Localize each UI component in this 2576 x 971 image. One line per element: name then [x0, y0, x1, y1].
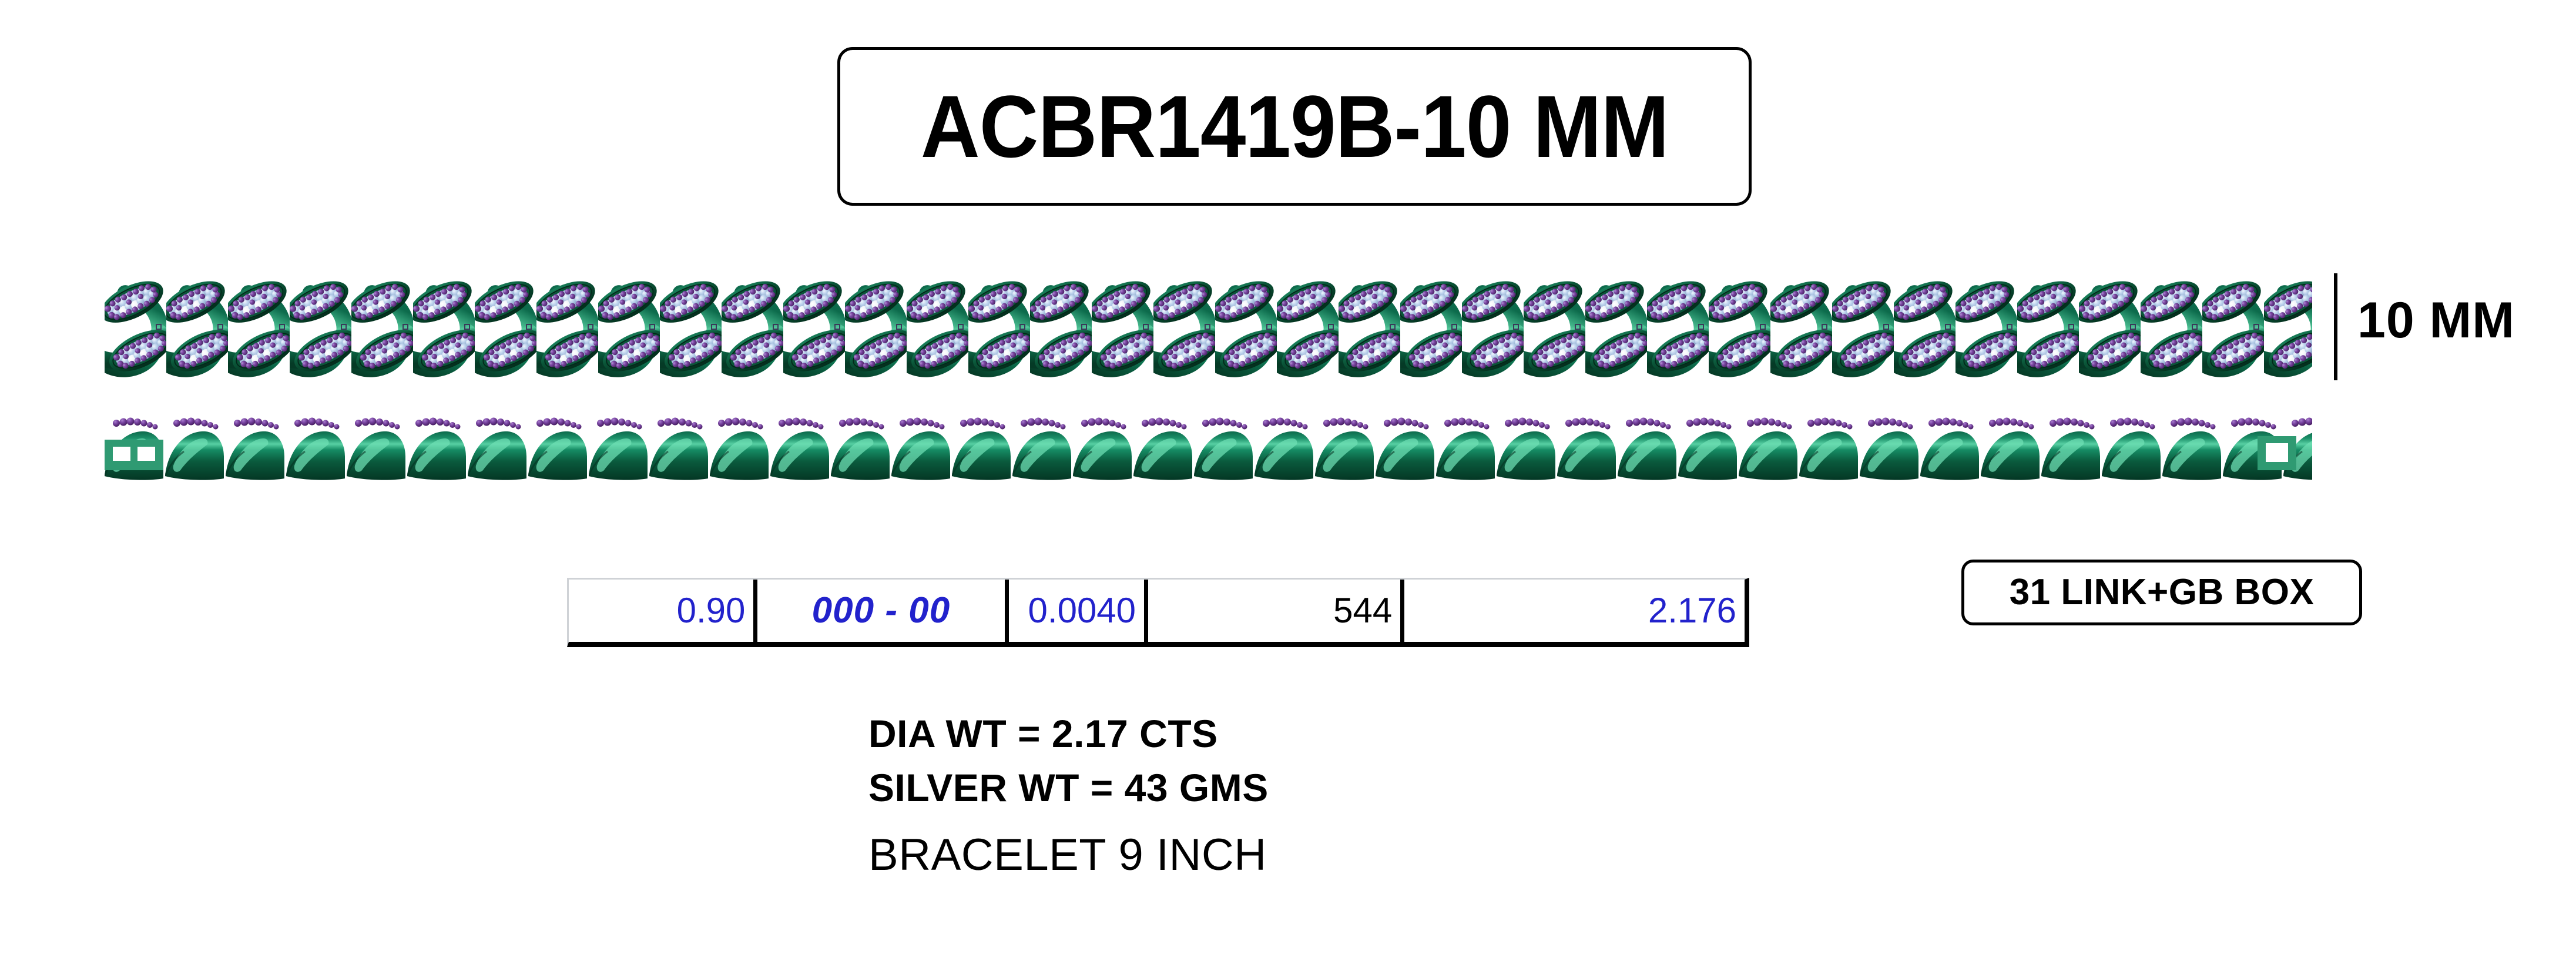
- chain-link-run: [105, 272, 2312, 382]
- chain-front-view: [105, 272, 2312, 382]
- spec-cell-weight-each[interactable]: 0.0040: [1009, 580, 1149, 642]
- product-title-plate: ACBR1419B-10 MM: [837, 47, 1752, 206]
- spec-cell-stone-count[interactable]: 544: [1148, 580, 1405, 642]
- page-title: ACBR1419B-10 MM: [920, 77, 1669, 176]
- chain-front-view-graphic: [105, 272, 2312, 382]
- spec-table: 0.90 000 - 00 0.0040 544 2.176: [567, 578, 1749, 647]
- spec-cell-size[interactable]: 0.90: [569, 580, 758, 642]
- note-bracelet-length: BRACELET 9 INCH: [868, 830, 1267, 880]
- height-measure-label: 10 MM: [2357, 292, 2515, 349]
- note-diamond-weight: DIA WT = 2.17 CTS: [868, 712, 1218, 755]
- note-silver-weight: SILVER WT = 43 GMS: [868, 766, 1269, 809]
- clasp-right-gb-box: [2258, 436, 2296, 470]
- chain-rope-run: [105, 411, 2312, 488]
- clasp-left: [105, 440, 163, 470]
- link-count-badge: 31 LINK+GB BOX: [1961, 560, 2362, 625]
- spec-cell-setting[interactable]: 000 - 00: [757, 580, 1009, 642]
- chain-side-view-graphic: [105, 411, 2312, 488]
- link-count-badge-label: 31 LINK+GB BOX: [2009, 572, 2315, 612]
- height-measure-line: [2334, 273, 2337, 380]
- chain-side-view: [105, 411, 2312, 488]
- spec-notes: DIA WT = 2.17 CTS SILVER WT = 43 GMS BRA…: [868, 714, 1269, 878]
- spec-cell-total-weight[interactable]: 2.176: [1648, 591, 1737, 630]
